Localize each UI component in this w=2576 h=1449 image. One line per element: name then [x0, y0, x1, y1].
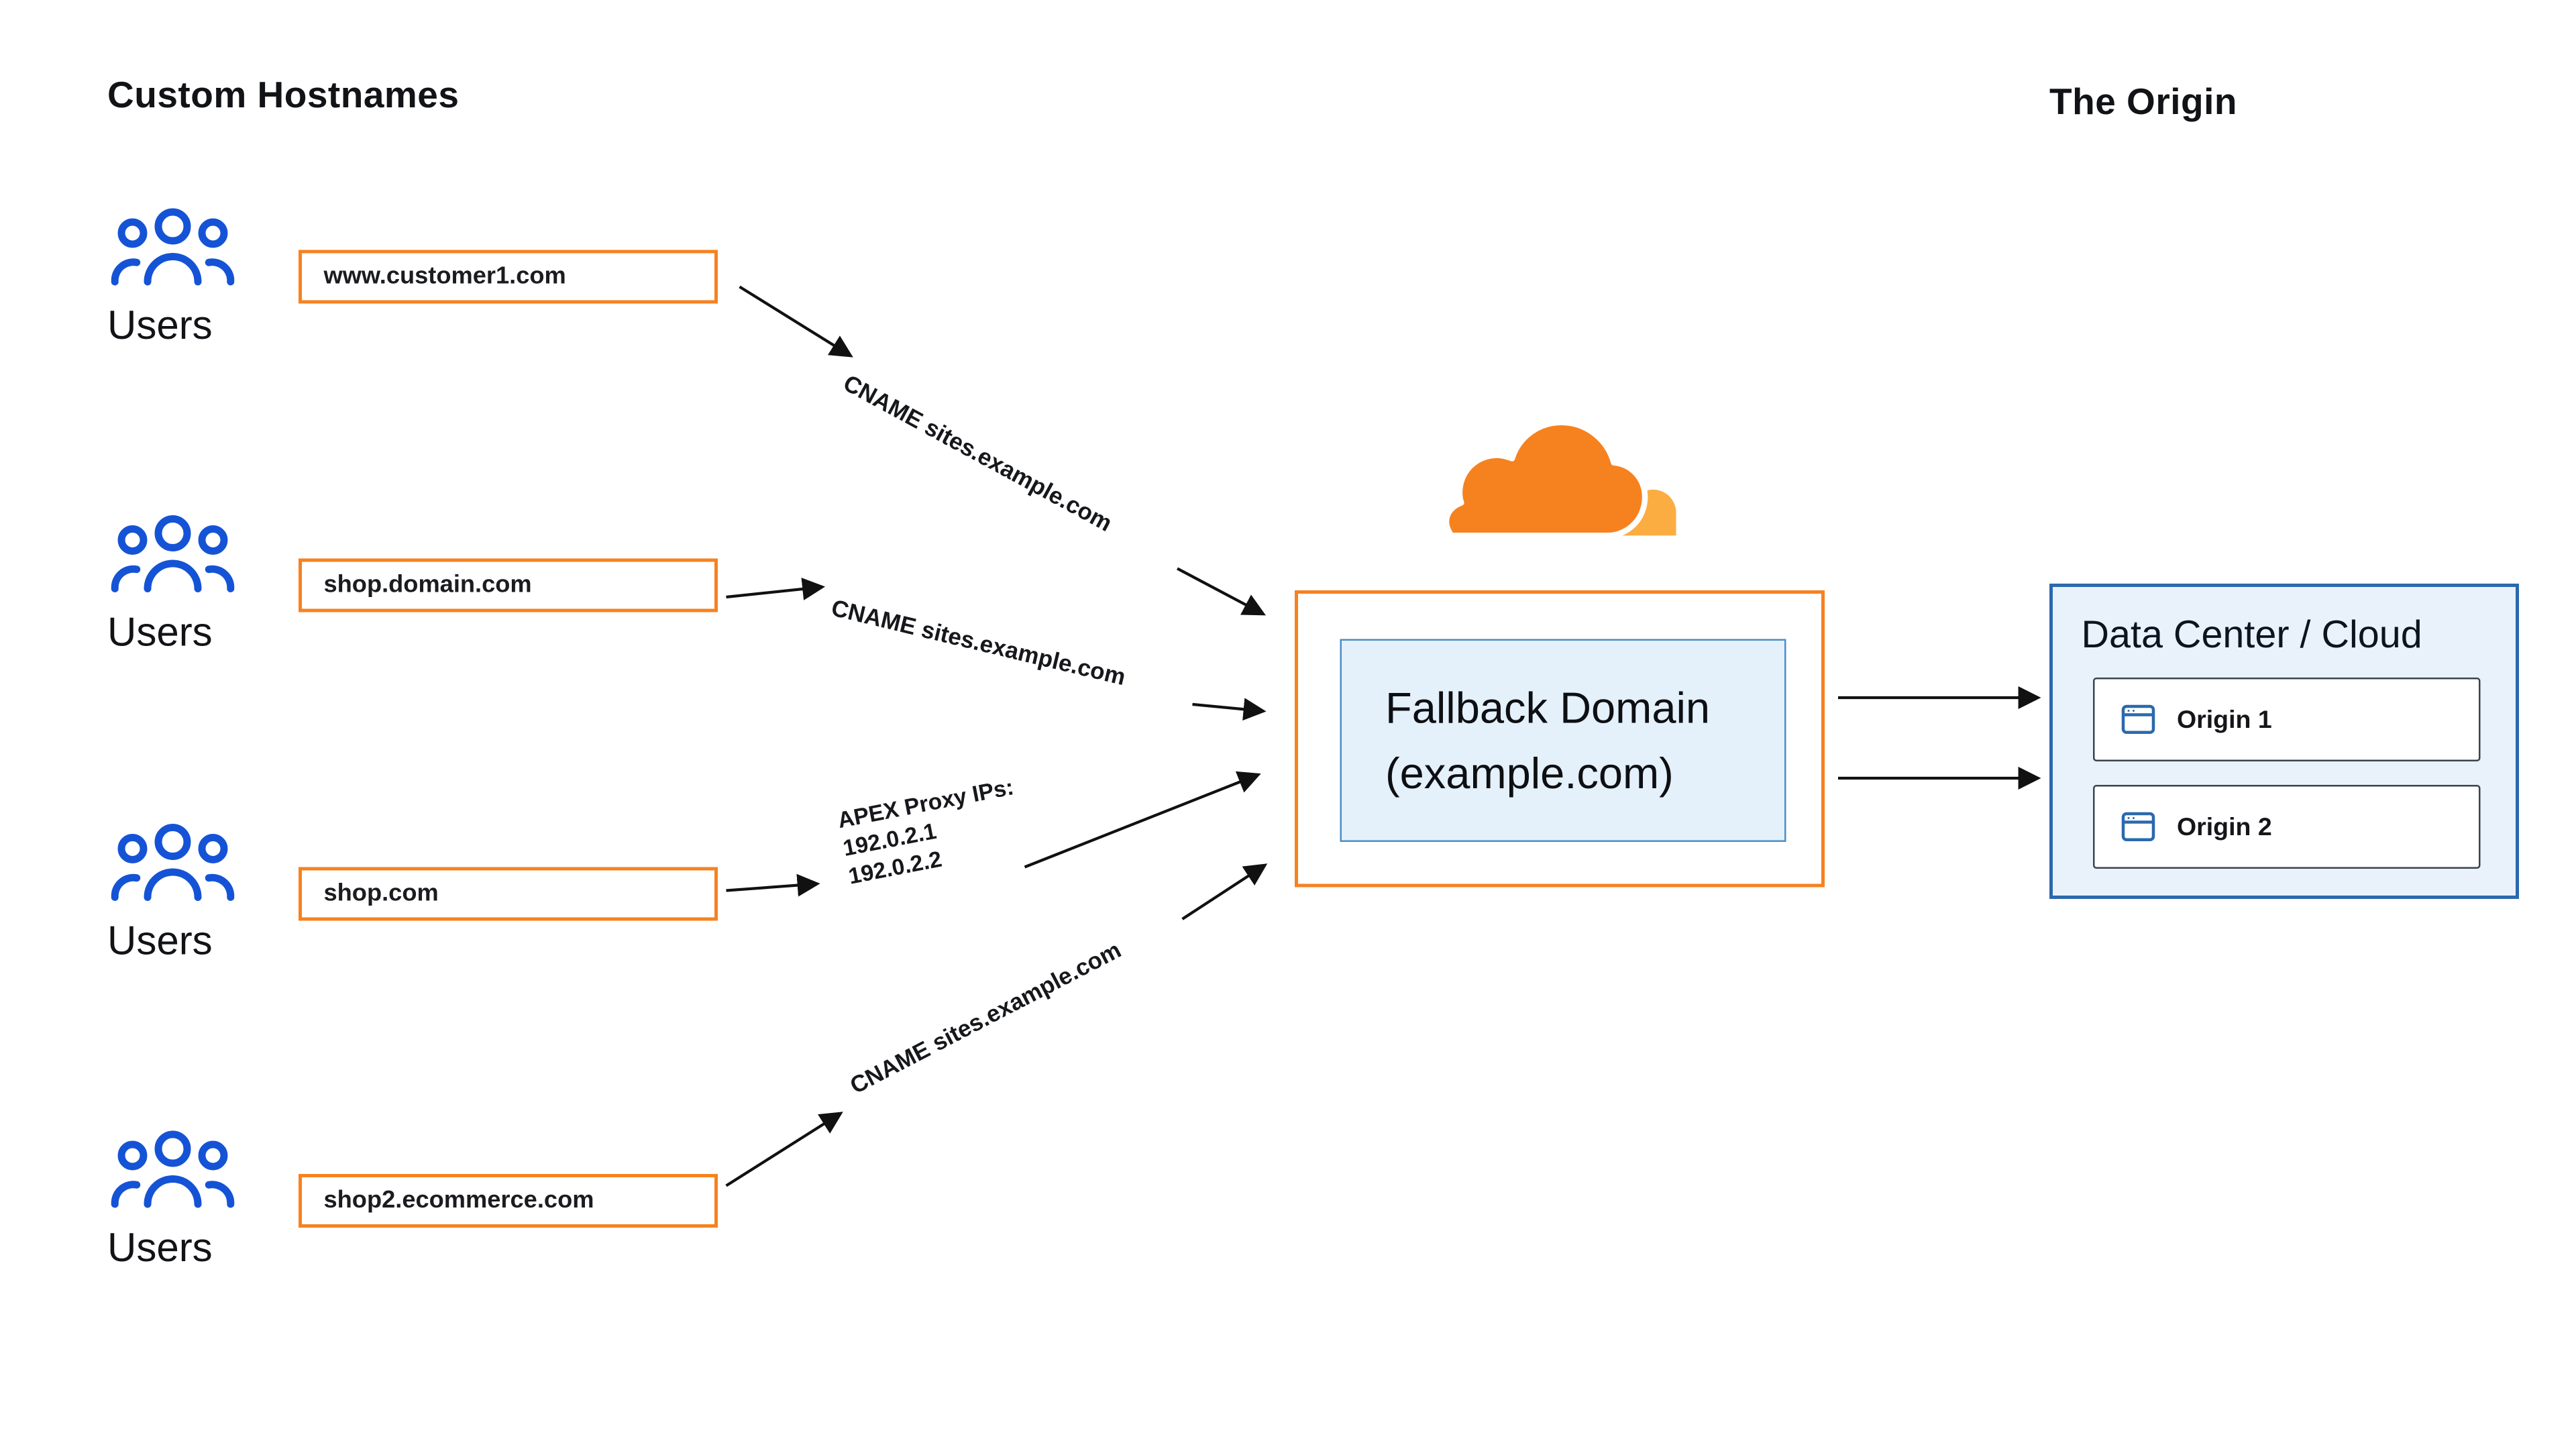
data-center-title: Data Center / Cloud: [2081, 612, 2422, 656]
fallback-outer-box: Fallback Domain (example.com): [1295, 590, 1825, 888]
users-group-icon: [111, 515, 235, 592]
arrow-host2-a: [726, 578, 826, 600]
origin-label: Origin 2: [2177, 812, 2272, 841]
arrow-host4-a: [725, 1112, 843, 1187]
arrow-host4-b: [1181, 863, 1268, 920]
origin-row-1: Origin 1: [2093, 678, 2481, 761]
section-title-custom-hostnames: Custom Hostnames: [107, 74, 460, 116]
cloudflare-cloud-icon: [1443, 419, 1676, 539]
users-group-icon: [111, 823, 235, 901]
section-title-the-origin: The Origin: [2049, 80, 2237, 123]
browser-window-icon: [2121, 812, 2155, 842]
fallback-domain-line1: Fallback Domain: [1385, 682, 1711, 733]
connection-label-cname-1: CNAME sites.example.com: [839, 369, 1117, 537]
users-label: Users: [107, 1226, 213, 1272]
hostname-box-shop-domain: shop.domain.com: [299, 558, 718, 612]
users-label: Users: [107, 919, 213, 965]
connection-label-cname-2: CNAME sites.example.com: [828, 594, 1128, 690]
connection-label-apex: APEX Proxy IPs: 192.0.2.1 192.0.2.2: [835, 773, 1027, 891]
user-group-4: Users: [107, 1127, 342, 1273]
user-group-3: Users: [107, 820, 342, 967]
user-group-2: Users: [107, 512, 342, 658]
arrow-host1-a: [739, 285, 853, 358]
hostname-box-www-customer1: www.customer1.com: [299, 250, 718, 304]
data-center-panel: Data Center / Cloud Origin 1 Origin 2: [2049, 584, 2519, 899]
arrow-host2-b: [1192, 698, 1267, 721]
origin-label: Origin 1: [2177, 705, 2272, 734]
arrow-host1-b: [1177, 567, 1267, 616]
fallback-domain-line2: (example.com): [1385, 747, 1674, 798]
connection-label-cname-3: CNAME sites.example.com: [845, 935, 1126, 1099]
users-label: Users: [107, 303, 213, 350]
browser-window-icon: [2121, 704, 2155, 735]
hostname-box-shop2-ecommerce: shop2.ecommerce.com: [299, 1174, 718, 1228]
user-group-1: Users: [107, 205, 342, 351]
users-label: Users: [107, 610, 213, 656]
users-group-icon: [111, 208, 235, 286]
hostname-box-shop: shop.com: [299, 867, 718, 921]
users-group-icon: [111, 1130, 235, 1208]
arrow-host3-a: [726, 873, 820, 897]
fallback-domain-box: Fallback Domain (example.com): [1340, 639, 1786, 842]
origin-row-2: Origin 2: [2093, 785, 2481, 869]
arrow-host3-b: [1024, 771, 1261, 869]
